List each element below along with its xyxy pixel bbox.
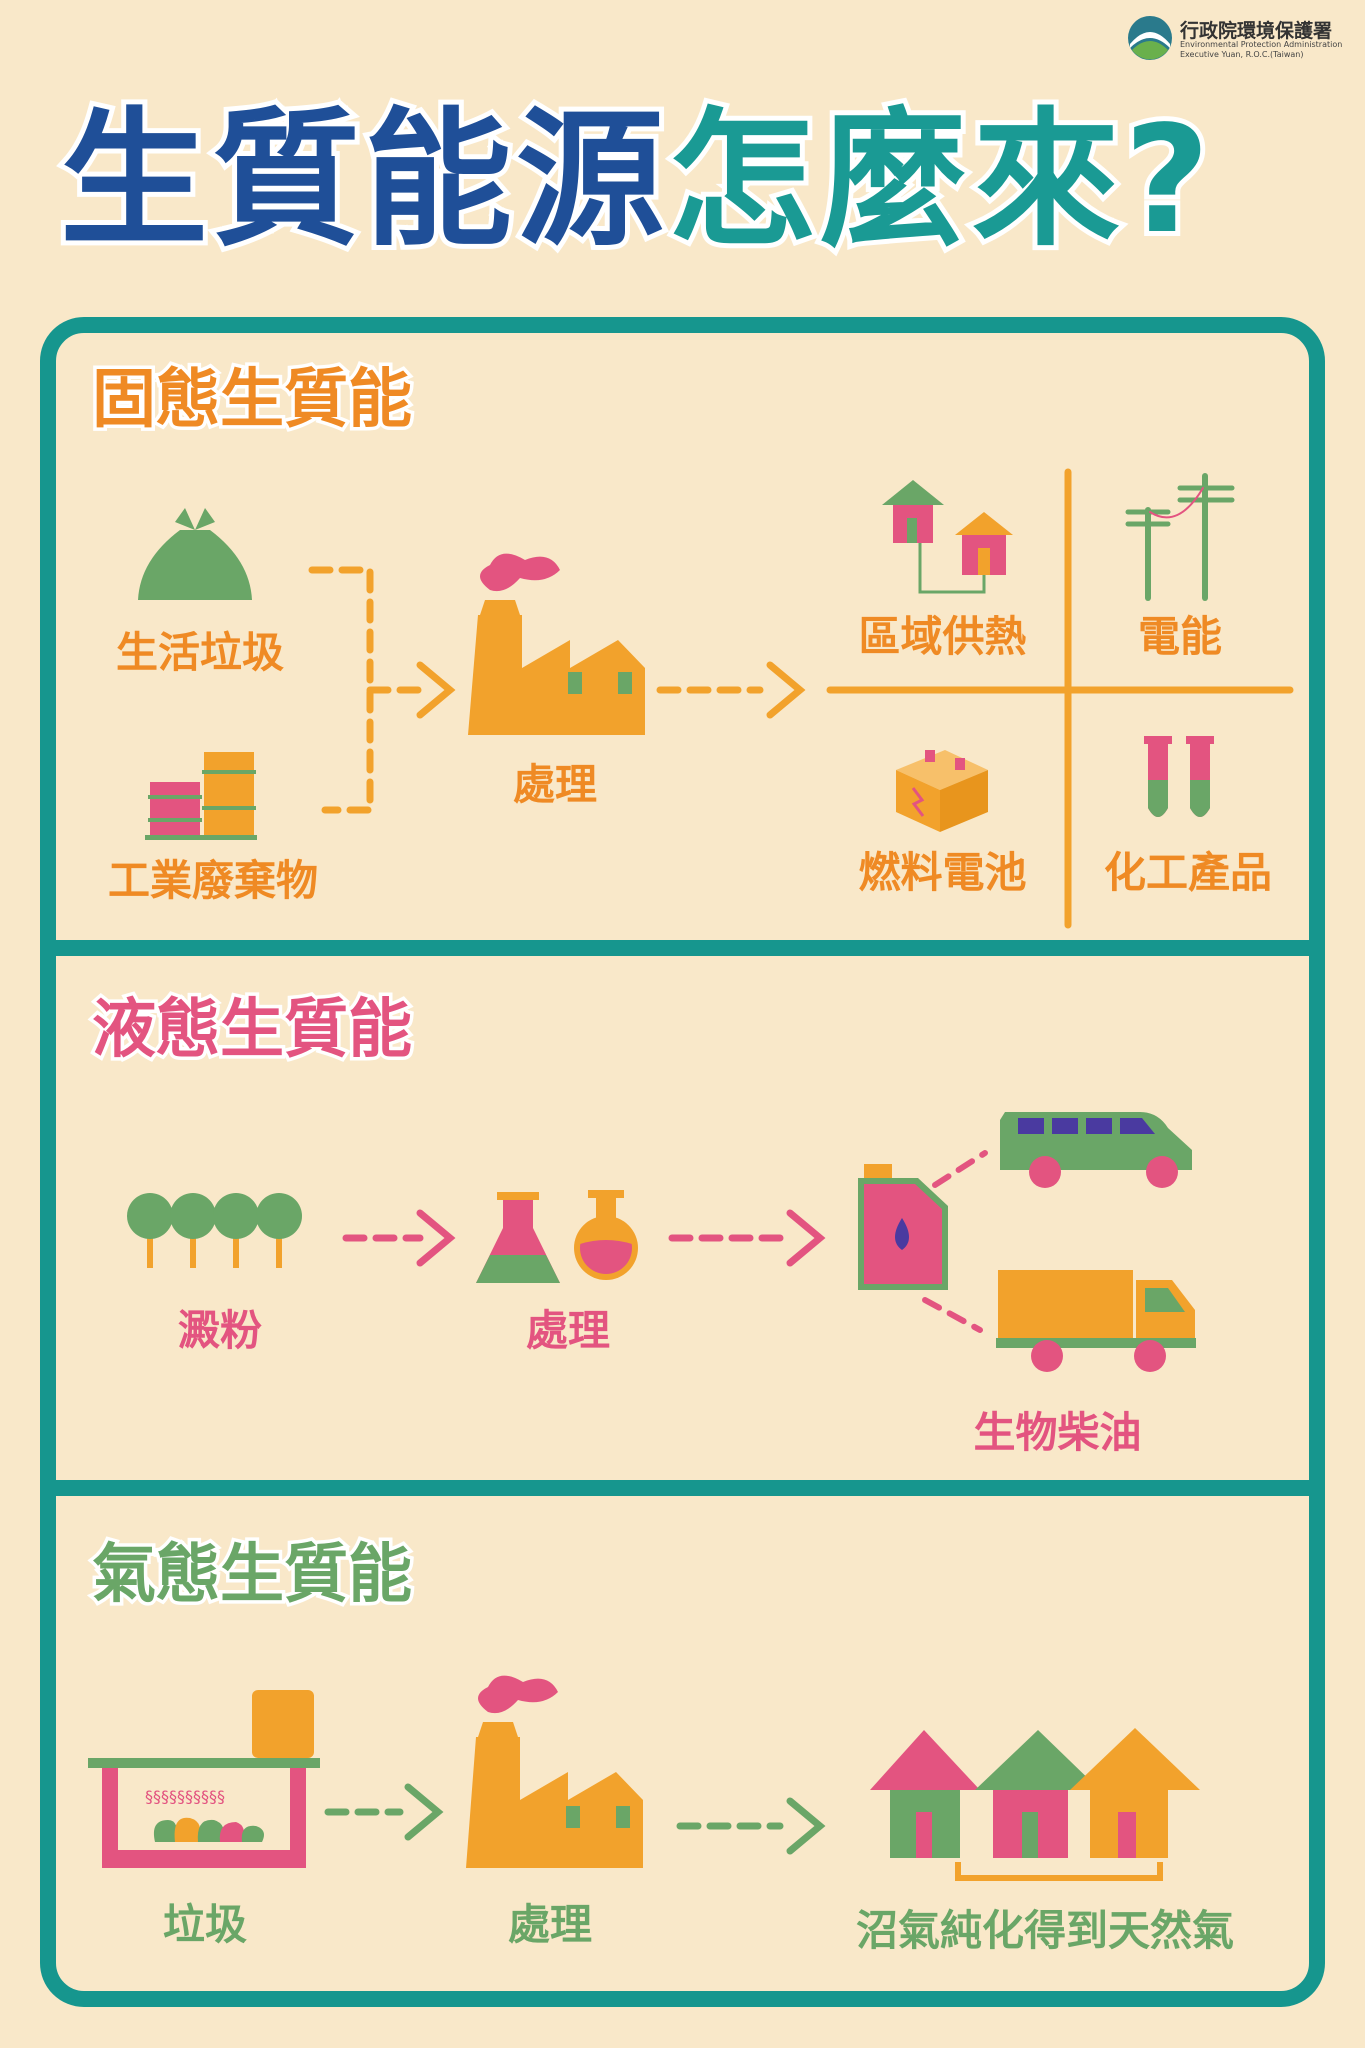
output-label-biodiesel: 生物柴油 [973,1408,1142,1457]
output-label-electricity: 電能 [1137,612,1222,661]
fuel-cell-battery-icon [896,750,988,832]
agency-name-en-line2: Executive Yuan, R.O.C.(Taiwan) [1180,50,1304,59]
landfill-digester-icon: §§§§§§§§§§ [88,1690,320,1868]
van-icon [1000,1112,1192,1188]
output-label-chemical-products: 化工產品 [1103,848,1272,897]
agency-name: 行政院環境保護署 [1180,20,1333,42]
output-label-fuel-cell: 燃料電池 [858,848,1027,897]
process-label-solid: 處理 [512,760,597,809]
agency-logo: 行政院環境保護署 Environmental Protection Admini… [1126,14,1351,70]
factory-gas-icon [466,1675,643,1868]
page-title: 生質能源怎麼來? [55,90,1310,270]
liquid-section-heading: 液態生質能 [89,990,416,1071]
factory-icon [468,553,645,735]
district-heating-icon [882,480,1013,594]
trees-icon [127,1193,302,1268]
title-part-1: 生質能源 [55,90,669,270]
section-divider-2 [40,1480,1325,1496]
arrow-to-outputs-icon [656,661,806,719]
title-part-2: 怎麼來? [663,90,1215,270]
process-label-liquid: 處理 [525,1306,610,1355]
process-label-gas: 處理 [507,1900,592,1949]
input-label-household-waste: 生活垃圾 [115,628,284,677]
barrels-icon [145,752,257,840]
output-grid-lines [826,468,1294,929]
output-label-natural-gas: 沼氣純化得到天然氣 [855,1906,1234,1955]
power-pole-icon [1125,473,1235,601]
arrow-liquid-2-icon [668,1209,826,1267]
gas-section-heading: 氣態生質能 [89,1535,416,1616]
houses-gas-icon [870,1728,1200,1881]
dashed-lines-to-vehicles [922,1150,988,1333]
content-frame [40,317,1325,2007]
garbage-bag-icon [138,508,252,600]
steam-wavy-lines-icon: §§§§§§§§§§ [145,1787,225,1806]
agency-name-en-line1: Environmental Protection Administration [1180,40,1343,49]
solid-section-heading: 固態生質能 [89,360,416,441]
arrow-gas-2-icon [676,1797,826,1855]
fuel-can-icon [858,1164,948,1290]
input-label-garbage: 垃圾 [162,1900,247,1949]
truck-icon [996,1270,1196,1372]
output-label-district-heating: 區域供熱 [858,612,1027,661]
merge-arrow-icon [308,566,456,814]
test-tubes-icon [1144,736,1214,817]
arrow-liquid-1-icon [342,1209,456,1267]
input-label-industrial-waste: 工業廢棄物 [107,856,318,905]
section-divider-1 [40,940,1325,956]
agency-name-en: Environmental Protection Administration … [1180,40,1342,60]
arrow-gas-1-icon [324,1783,444,1841]
input-label-starch: 澱粉 [177,1306,262,1355]
epa-logo-icon [1128,16,1172,60]
flask-icon [476,1190,638,1283]
